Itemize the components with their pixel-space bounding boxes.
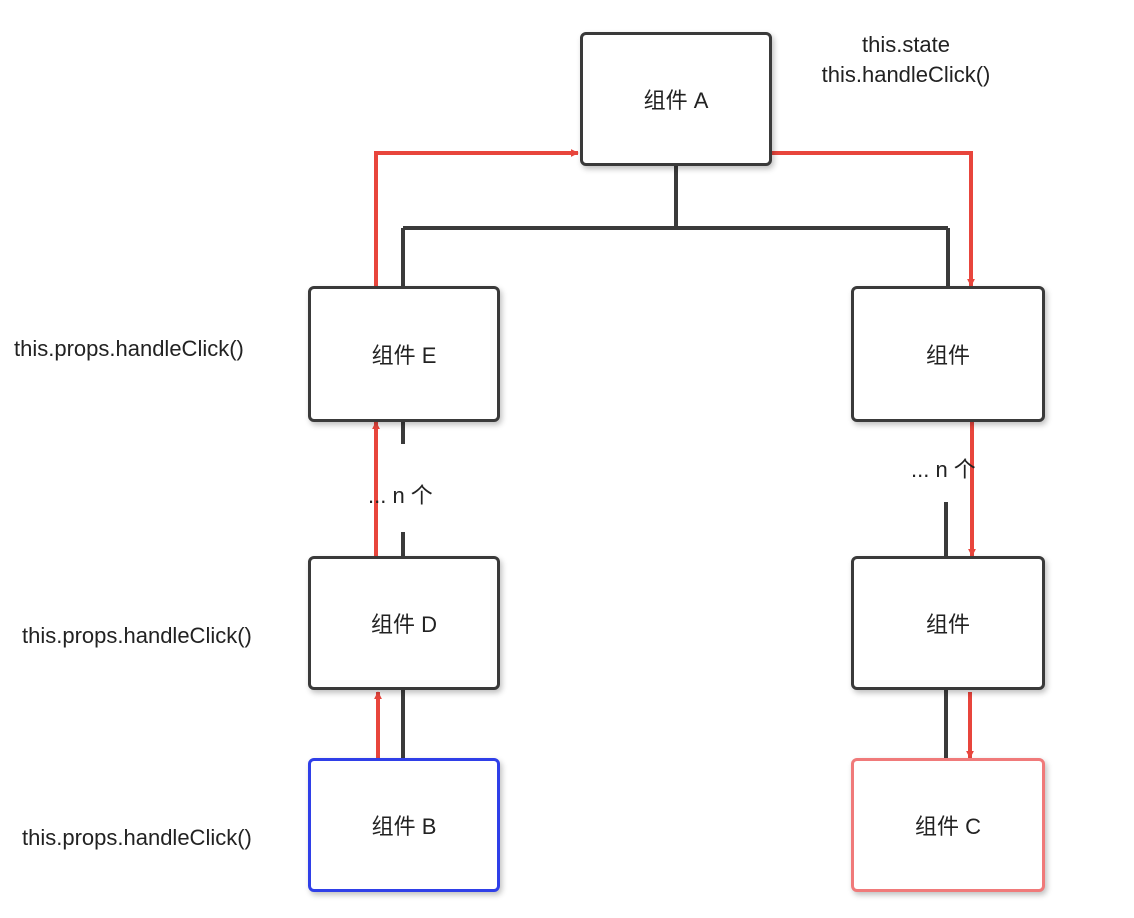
- component-a-label: 组件 A: [643, 88, 709, 113]
- props-annotation-e: this.props.handleClick(): [14, 336, 244, 361]
- props-annotation-d: this.props.handleClick(): [22, 623, 252, 648]
- component-b-node: 组件 B: [308, 758, 500, 892]
- callback-arrows: [372, 149, 976, 759]
- ellipsis-left: ... n 个: [368, 483, 433, 508]
- component-right-top-label: 组件: [925, 343, 970, 368]
- component-c-label: 组件 C: [914, 814, 981, 839]
- component-c-node: 组件 C: [851, 758, 1045, 892]
- ellipsis-right: ... n 个: [911, 457, 976, 482]
- component-e-node: 组件 E: [308, 286, 500, 422]
- component-right-mid-label: 组件: [925, 612, 970, 637]
- component-right-top-node: 组件: [851, 286, 1045, 422]
- component-d-label: 组件 D: [370, 612, 437, 637]
- component-b-label: 组件 B: [371, 814, 437, 839]
- props-annotation-b: this.props.handleClick(): [22, 825, 252, 850]
- component-e-label: 组件 E: [371, 343, 437, 368]
- component-d-node: 组件 D: [308, 556, 500, 690]
- arrow-a-to-right-top: [772, 151, 975, 287]
- tree-lines: [401, 166, 950, 758]
- handler-annotation: this.handleClick(): [821, 62, 991, 87]
- component-right-mid-node: 组件: [851, 556, 1045, 690]
- state-annotation: this.state: [861, 32, 951, 57]
- component-a-node: 组件 A: [580, 32, 772, 166]
- arrow-e-to-a: [374, 149, 579, 286]
